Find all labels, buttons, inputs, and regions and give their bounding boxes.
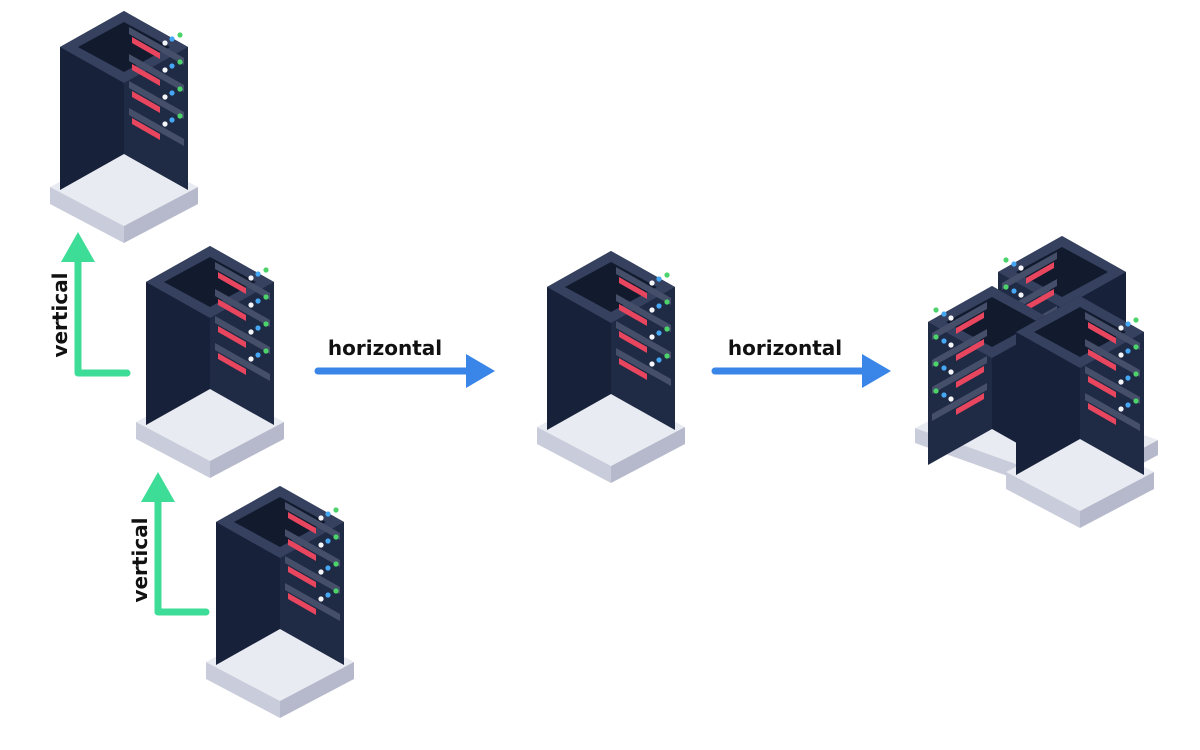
arrow-right-icon-second (711, 354, 891, 388)
horizontal-label-second: horizontal (728, 336, 842, 360)
cluster-server-right (1006, 296, 1154, 528)
server-cluster-icon (915, 236, 1158, 528)
arrow-up-icon-lower (141, 472, 210, 616)
horizontal-label-first: horizontal (328, 336, 442, 360)
vertical-label-upper: vertical (48, 272, 72, 357)
arrow-up-icon-upper (61, 232, 131, 377)
arrow-right-icon-first (314, 354, 495, 388)
server-icon-bottom (206, 486, 354, 718)
server-icon-top (50, 11, 198, 243)
server-icon-source (136, 246, 284, 478)
vertical-label-lower: vertical (128, 517, 152, 602)
server-icon-middle (537, 251, 685, 483)
